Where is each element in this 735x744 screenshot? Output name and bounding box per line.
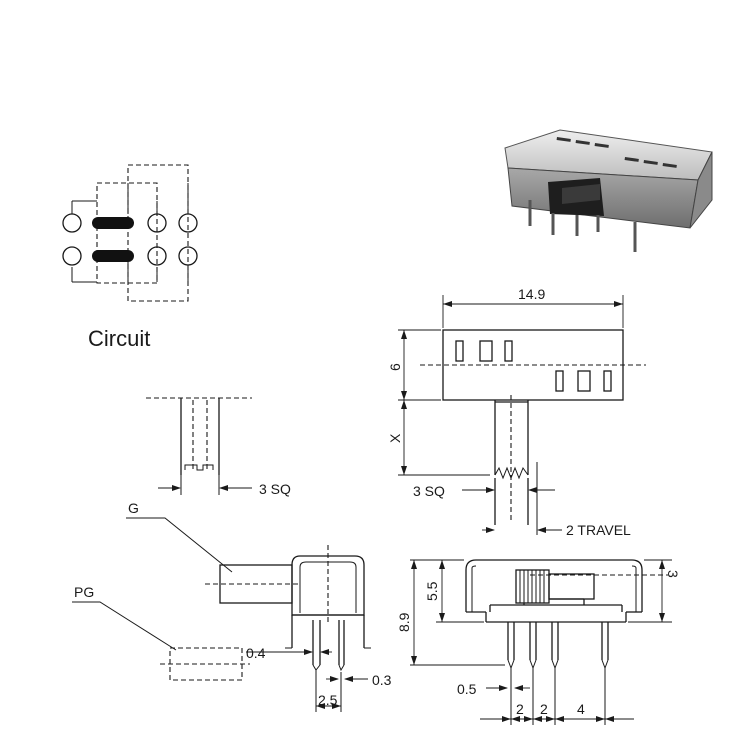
dim-height-x: X: [387, 433, 403, 443]
dim-total-height: 8.9: [396, 612, 412, 632]
circuit-diagram: Circuit: [62, 164, 198, 351]
circuit-pin: [178, 246, 198, 266]
dim-pin-width: 0.4: [246, 645, 266, 661]
circuit-title: Circuit: [88, 326, 150, 351]
handle-section-view: 3 SQ: [146, 397, 291, 497]
dim-pin-width-front: 0.5: [457, 681, 477, 697]
dim-handle-height: 3: [665, 570, 681, 578]
circuit-outline-inner: [96, 182, 158, 284]
dim-pitch-4: 4: [577, 701, 585, 717]
top-view: 14.9 6 X 3 SQ 2 TRAVEL: [387, 286, 646, 538]
dim-sq-left: 3 SQ: [259, 481, 291, 497]
circuit-contact: [92, 250, 134, 262]
circuit-contact: [92, 217, 134, 229]
circuit-pin: [62, 246, 82, 266]
label-pg: PG: [74, 584, 94, 600]
dim-body-height: 5.5: [424, 581, 440, 601]
circuit-pin: [178, 213, 198, 233]
circuit-pin: [147, 246, 167, 266]
front-view: 8.9 5.5 3 0.5 2 2 4: [396, 559, 681, 725]
dim-travel: 2 TRAVEL: [566, 522, 631, 538]
product-illustration: [504, 129, 713, 252]
circuit-pin: [147, 213, 167, 233]
circuit-outline-outer: [127, 164, 189, 302]
dim-height-6: 6: [387, 363, 403, 371]
dim-pitch-2a: 2: [516, 701, 524, 717]
dim-pin-thickness: 0.3: [372, 672, 392, 688]
dim-width: 14.9: [518, 286, 545, 302]
side-view: 0.4 0.3 2.5 G PG: [72, 500, 392, 712]
circuit-pin: [62, 213, 82, 233]
handle-g: [219, 564, 293, 604]
label-g: G: [128, 500, 139, 516]
dim-sq-right: 3 SQ: [413, 483, 445, 499]
dim-pitch-2b: 2: [540, 701, 548, 717]
dim-pin-pitch-side: 2.5: [318, 692, 338, 708]
